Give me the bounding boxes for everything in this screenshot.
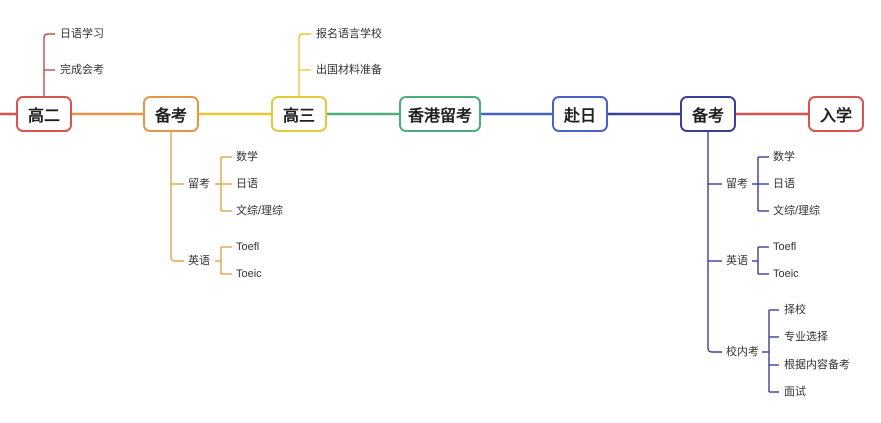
group-label[interactable]: 英语 (188, 255, 210, 267)
child-label[interactable]: 报名语言学校 (316, 28, 382, 40)
group-label[interactable]: 英语 (726, 255, 748, 267)
node-beikao-2[interactable]: 备考 (680, 96, 736, 132)
child-label[interactable]: 完成会考 (60, 64, 104, 76)
leaf-label[interactable]: 文综/理综 (236, 205, 284, 217)
leaf-label[interactable]: 根据内容备考 (784, 359, 850, 371)
leaf-label[interactable]: Toefl (236, 241, 260, 253)
leaf-label[interactable]: 数学 (773, 151, 795, 163)
leaf-label[interactable]: 数学 (236, 151, 258, 163)
group-label[interactable]: 留考 (188, 178, 210, 190)
node-enrollment[interactable]: 入学 (808, 96, 864, 132)
node-gao2[interactable]: 高二 (16, 96, 72, 132)
leaf-label[interactable]: 面试 (784, 386, 806, 398)
leaf-label[interactable]: 日语 (236, 178, 258, 190)
child-label[interactable]: 日语学习 (60, 28, 104, 40)
child-label[interactable]: 出国材料准备 (316, 64, 382, 76)
leaf-label[interactable]: 日语 (773, 178, 795, 190)
leaf-label[interactable]: Toefl (773, 241, 797, 253)
node-go-japan[interactable]: 赴日 (552, 96, 608, 132)
node-gao3[interactable]: 高三 (271, 96, 327, 132)
leaf-label[interactable]: Toeic (236, 268, 262, 280)
group-label[interactable]: 校内考 (726, 346, 759, 358)
leaf-label[interactable]: 专业选择 (784, 331, 828, 343)
group-label[interactable]: 留考 (726, 178, 748, 190)
leaf-label[interactable]: 择校 (784, 304, 806, 316)
leaf-label[interactable]: 文综/理综 (773, 205, 821, 217)
leaf-label[interactable]: Toeic (773, 268, 799, 280)
node-beikao-1[interactable]: 备考 (143, 96, 199, 132)
node-hk-exam[interactable]: 香港留考 (399, 96, 481, 132)
